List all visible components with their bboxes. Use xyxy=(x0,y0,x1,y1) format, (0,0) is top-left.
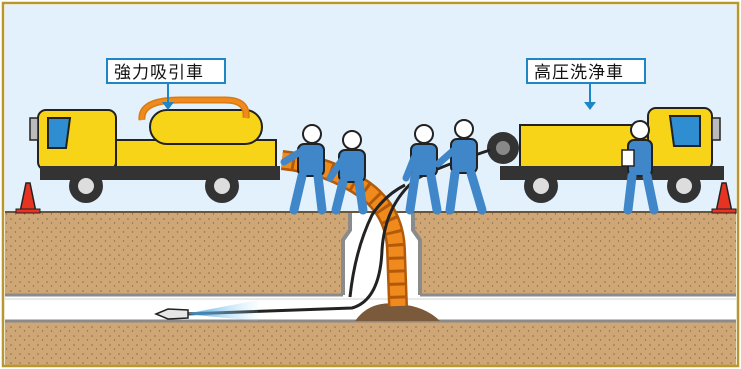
nozzle-icon xyxy=(154,308,189,320)
arrow-down-icon xyxy=(584,84,596,110)
ground-lower xyxy=(5,321,736,365)
water-spray xyxy=(185,300,258,321)
arrow-down-icon xyxy=(162,84,174,110)
traffic-cone-left xyxy=(15,182,41,214)
worker-5 xyxy=(621,120,659,215)
worker-4 xyxy=(434,119,487,215)
sky-background xyxy=(5,5,736,212)
suction-truck-label: 強力吸引車 xyxy=(106,58,226,84)
sludge-deposit xyxy=(355,303,440,321)
worker-1 xyxy=(280,124,327,215)
high-pressure-hose-secondary xyxy=(348,183,406,298)
high-pressure-washer-label: 高圧洗浄車 xyxy=(526,58,646,84)
high-pressure-hose xyxy=(184,148,491,316)
traffic-cone-right xyxy=(711,182,737,214)
suction-truck xyxy=(29,96,280,203)
worker-2 xyxy=(326,130,368,215)
worker-3 xyxy=(402,124,442,215)
